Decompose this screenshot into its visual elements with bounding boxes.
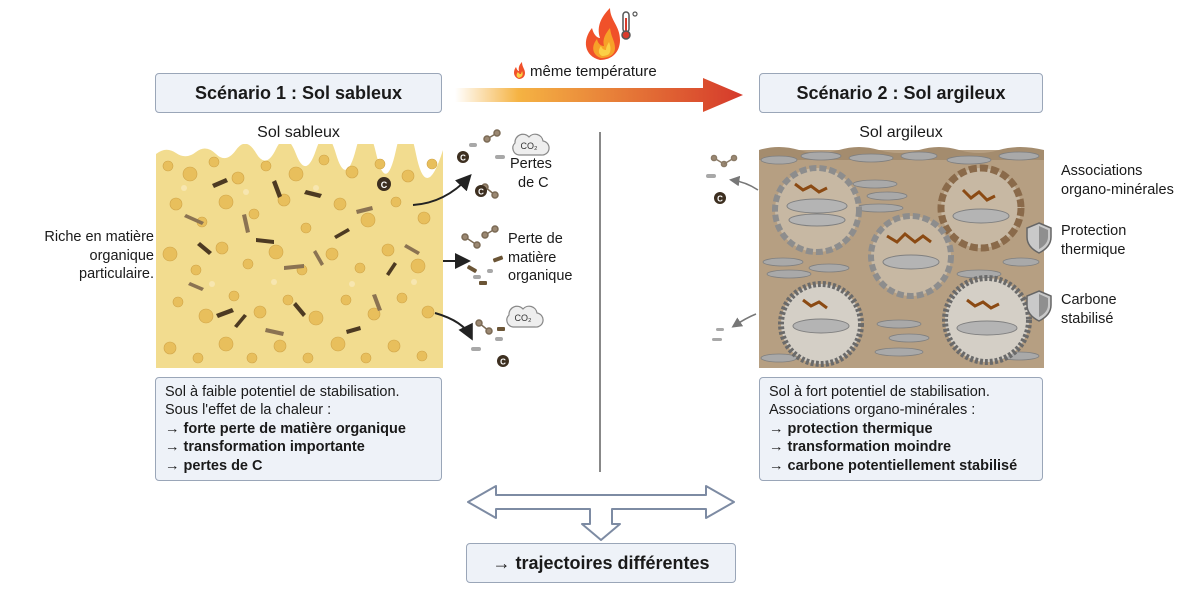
scenario1-title: Scénario 1 : Sol sableux <box>194 82 403 103</box>
scenario2-title: Scénario 2 : Sol argileux <box>796 82 1006 103</box>
sandy-info-line: Sous l'effet de la chaleur : <box>165 402 332 419</box>
clay-protection-line: thermique <box>1061 241 1126 258</box>
organo-mineral-aggregate <box>937 164 1025 252</box>
carbon-label: C <box>460 154 466 163</box>
carbon-label: C <box>478 188 484 197</box>
clay-info-bullet: → protection thermique <box>769 420 933 437</box>
temperature-arrow <box>455 78 743 112</box>
conclusion-box: → trajectoires différentes <box>466 543 736 583</box>
clay-info-bullet: → carbone potentiellement stabilisé <box>769 457 1018 474</box>
sandy-left-label-line: organique <box>89 247 155 264</box>
temperature-text: même température <box>530 62 657 80</box>
clay-assoc-line: organo-minérales <box>1061 181 1174 198</box>
carbon-label: C <box>717 195 723 204</box>
co2-label: CO₂ <box>515 313 533 323</box>
carbon-label: C <box>500 358 506 367</box>
clay-carbon-line: stabilisé <box>1061 310 1114 327</box>
sandy-soil-illustration: C <box>156 144 443 368</box>
organo-mineral-aggregate <box>942 275 1032 365</box>
carbon-atom-icon: C <box>377 177 391 191</box>
sandy-info-box: Sol à faible potentiel de stabilisation.… <box>155 377 442 481</box>
shield-icon <box>1026 290 1052 322</box>
clay-info-line: Sol à fort potentiel de stabilisation. <box>769 384 990 400</box>
thermometer-icon <box>621 11 638 40</box>
co2-cloud-icon <box>506 305 544 328</box>
sandy-info-line: Sol à faible potentiel de stabilisation. <box>165 384 400 400</box>
co2-cloud-icon <box>512 133 550 156</box>
carbon-atom-icon: C <box>457 151 469 163</box>
organo-mineral-aggregate <box>778 281 864 367</box>
sandy-info-bullet: → pertes de C <box>165 457 263 474</box>
center-divider <box>599 132 601 472</box>
clay-protection-line: Protection <box>1061 223 1127 239</box>
sandy-loss-om-line: matière <box>508 249 557 266</box>
sandy-loss-c-line: de C <box>518 174 549 191</box>
shield-icon <box>1026 222 1052 254</box>
clay-info-line: Associations organo-minérales : <box>769 402 976 419</box>
sandy-loss-c-line: Pertes <box>510 156 552 172</box>
sandy-info-bullet: → forte perte de matière organique <box>165 420 406 437</box>
sandy-loss-c-label: Pertes de C <box>510 155 552 192</box>
clay-protection-label: Protection thermique <box>1061 222 1126 259</box>
sandy-loss-om-line: Perte de <box>508 231 563 247</box>
flame-icon <box>585 8 620 60</box>
scenario1-title-box: Scénario 1 : Sol sableux <box>155 73 442 113</box>
sandy-left-label-line: Riche en matière <box>44 229 154 245</box>
sandy-loss-om-label: Perte de matière organique <box>508 230 573 286</box>
carbon-atom-icon: C <box>497 355 509 367</box>
sandy-loss-arrows: CO₂ CO₂ C C C <box>412 129 550 367</box>
clay-info-bullet: → transformation moindre <box>769 439 952 456</box>
temperature-label: même température <box>512 62 657 80</box>
carbon-atom-icon: C <box>714 192 726 204</box>
small-flame-icon <box>514 62 525 79</box>
sandy-panel-title: Sol sableux <box>257 124 340 141</box>
flame-thermometer-icon <box>585 8 638 60</box>
clay-assoc-line: Associations <box>1061 163 1143 179</box>
sandy-left-label: Riche en matière organique particulaire. <box>14 228 154 284</box>
sandy-left-label-line: particulaire. <box>79 266 154 283</box>
clay-escape-arrows: C <box>706 154 759 341</box>
clay-carbon-label: Carbone stabilisé <box>1061 291 1117 328</box>
organo-mineral-aggregate <box>772 165 862 255</box>
double-arrow <box>467 485 735 541</box>
organo-mineral-aggregate <box>868 213 954 299</box>
clay-panel-title: Sol argileux <box>859 124 943 141</box>
clay-carbon-line: Carbone <box>1061 292 1117 308</box>
conclusion-text: → trajectoires différentes <box>492 552 710 573</box>
sandy-info-bullet: → transformation importante <box>165 439 365 456</box>
scenario2-title-box: Scénario 2 : Sol argileux <box>759 73 1043 113</box>
clay-assoc-label: Associations organo-minérales <box>1061 162 1174 199</box>
clay-soil-illustration <box>759 144 1044 368</box>
clay-info-box: Sol à fort potentiel de stabilisation. A… <box>759 377 1043 481</box>
co2-label: CO₂ <box>521 141 539 151</box>
carbon-atom-icon: C <box>475 185 487 197</box>
sandy-loss-om-line: organique <box>508 268 573 285</box>
svg-text:C: C <box>381 180 388 190</box>
